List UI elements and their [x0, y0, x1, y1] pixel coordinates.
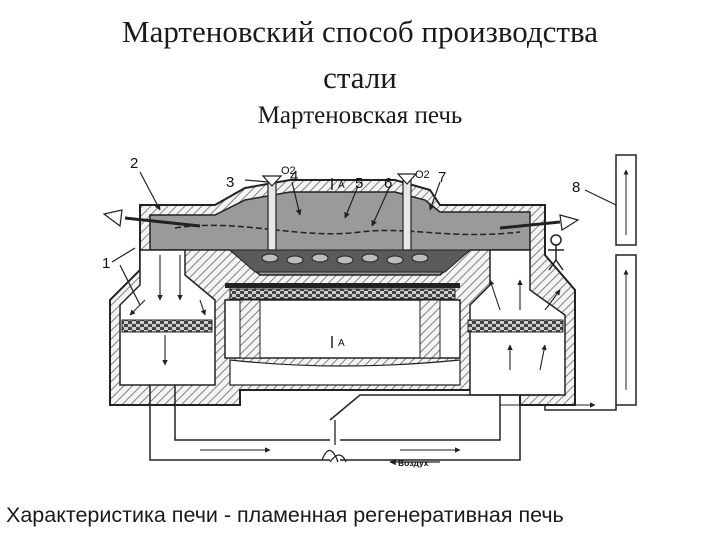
flow-arrows [129, 255, 596, 453]
slide-caption: Характеристика печи - пламенная регенера… [6, 503, 564, 527]
section-marks: A A [331, 178, 345, 349]
burners [102, 209, 580, 232]
slide-subtitle: Мартеновская печь [257, 102, 463, 129]
oxygen-lances [261, 173, 418, 251]
chimney [615, 154, 637, 406]
flame [174, 224, 521, 236]
callout-8: 8 [572, 179, 580, 196]
callout-3: 3 [226, 174, 234, 191]
slide-title: Мартеновский способ производства [122, 14, 598, 49]
oxygen-label-right: O2 [415, 169, 430, 181]
flue-ducts [149, 385, 617, 461]
operator-figure-icon [548, 234, 564, 271]
callout-numbers: 1 2 3 4 5 6 7 8 O2 O2 Воздух [102, 155, 580, 468]
charge-material [261, 253, 429, 265]
oxygen-label-left: O2 [281, 165, 296, 177]
section-mark-top: A [338, 180, 345, 191]
hearth-supports [225, 283, 460, 300]
air-label: Воздух [398, 458, 429, 468]
callout-6: 6 [384, 175, 392, 192]
right-checker [467, 319, 564, 333]
callout-2: 2 [130, 155, 138, 172]
callout-1: 1 [102, 255, 110, 272]
callout-leaders [111, 171, 617, 306]
slide-title-continued: стали [323, 60, 397, 95]
air-inlet [321, 420, 440, 466]
callout-7: 7 [438, 169, 446, 186]
callout-5: 5 [355, 175, 363, 192]
left-checker [121, 319, 213, 333]
section-mark-bottom: A [338, 338, 345, 349]
callout-4: 4 [290, 168, 298, 185]
